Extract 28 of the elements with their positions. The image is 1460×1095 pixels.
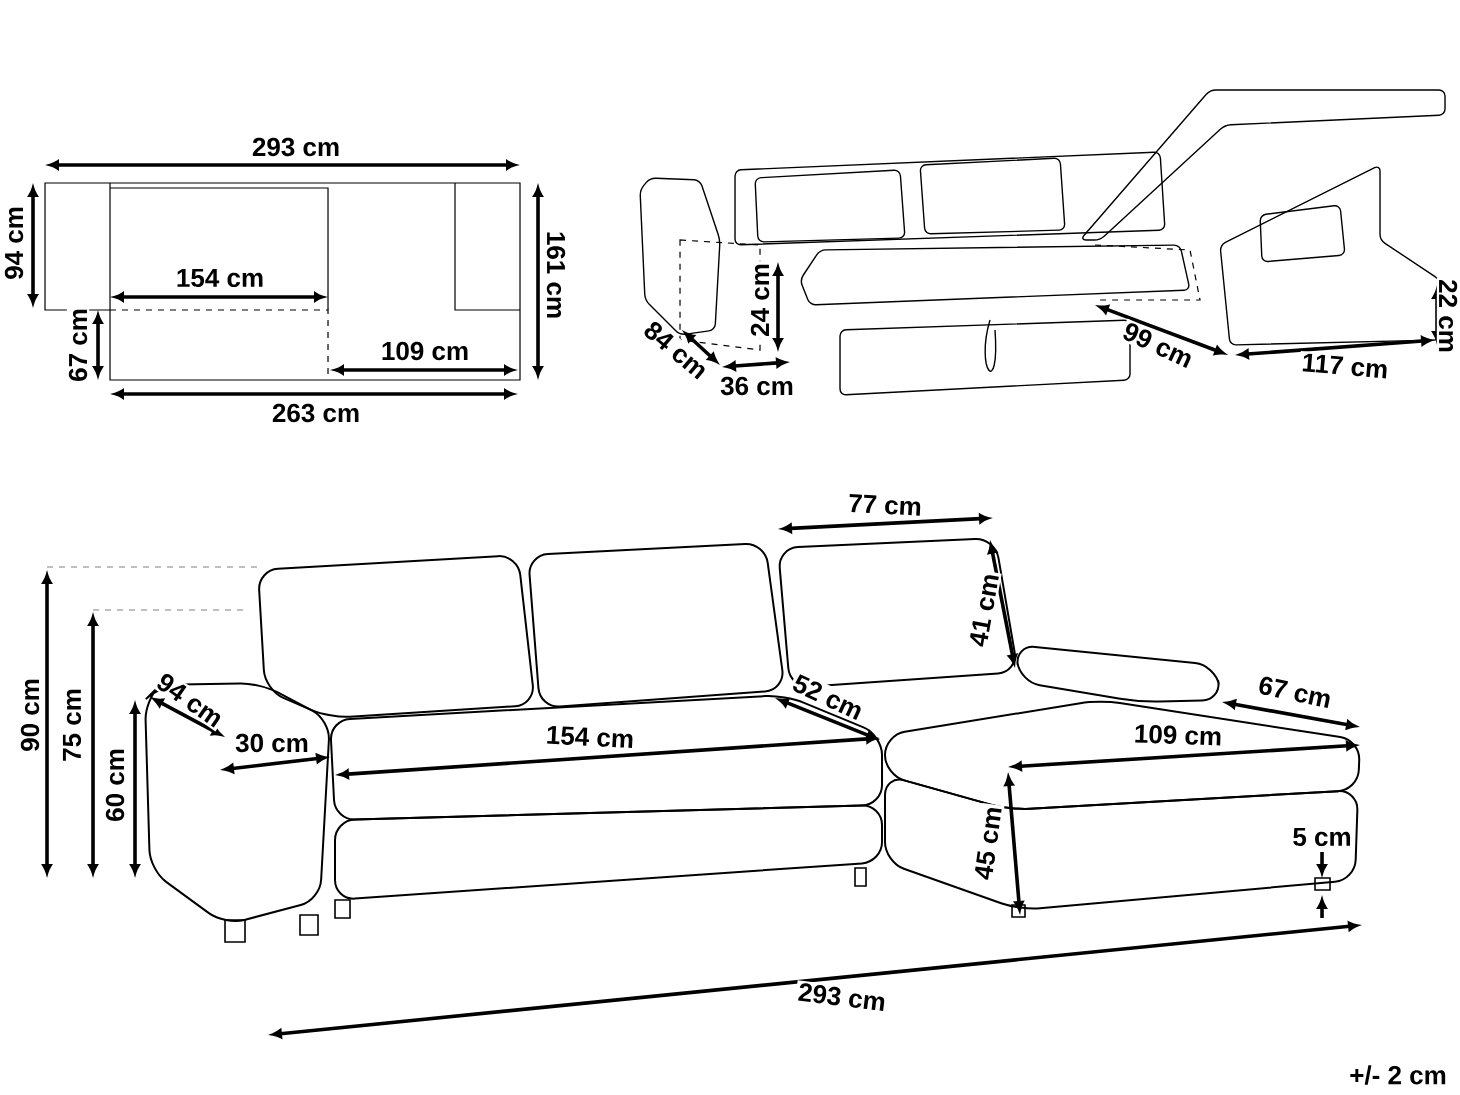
dimension-label: 293 cm bbox=[249, 135, 343, 159]
dimension-label: 45 cm bbox=[971, 802, 1005, 883]
dimension-label: 30 cm bbox=[233, 731, 311, 755]
dimension-label: 90 cm bbox=[18, 676, 42, 754]
dimension-label: 109 cm bbox=[1131, 722, 1225, 748]
dimension-label: 67 cm bbox=[1254, 672, 1336, 712]
dimension-label: 41 cm bbox=[966, 569, 1002, 651]
dimension-label: 94 cm bbox=[2, 204, 26, 282]
dimension-label: 99 cm bbox=[1118, 318, 1198, 372]
dimension-label: 84 cm bbox=[639, 316, 713, 384]
dimension-label: 154 cm bbox=[173, 266, 267, 290]
dimension-label: 109 cm bbox=[378, 339, 472, 363]
dimension-label: 117 cm bbox=[1298, 351, 1392, 381]
dimension-label: 52 cm bbox=[788, 670, 868, 724]
dimension-label: 75 cm bbox=[60, 686, 84, 764]
dimension-label: 94 cm bbox=[151, 668, 229, 732]
dimension-label: 263 cm bbox=[269, 401, 363, 425]
dimension-label: 67 cm bbox=[66, 306, 90, 384]
dimension-label: 161 cm bbox=[544, 228, 568, 322]
dimension-label: 22 cm bbox=[1436, 277, 1460, 355]
dimension-label: 77 cm bbox=[845, 491, 925, 519]
dimension-label: 24 cm bbox=[748, 261, 772, 339]
dimension-label: 5 cm bbox=[1290, 825, 1354, 849]
dimension-label: 154 cm bbox=[543, 723, 637, 751]
dimension-label: 36 cm bbox=[718, 374, 796, 398]
dimension-label: 293 cm bbox=[794, 980, 890, 1014]
dimension-label: 60 cm bbox=[103, 746, 127, 824]
dimension-label: +/- 2 cm bbox=[1347, 1063, 1449, 1087]
